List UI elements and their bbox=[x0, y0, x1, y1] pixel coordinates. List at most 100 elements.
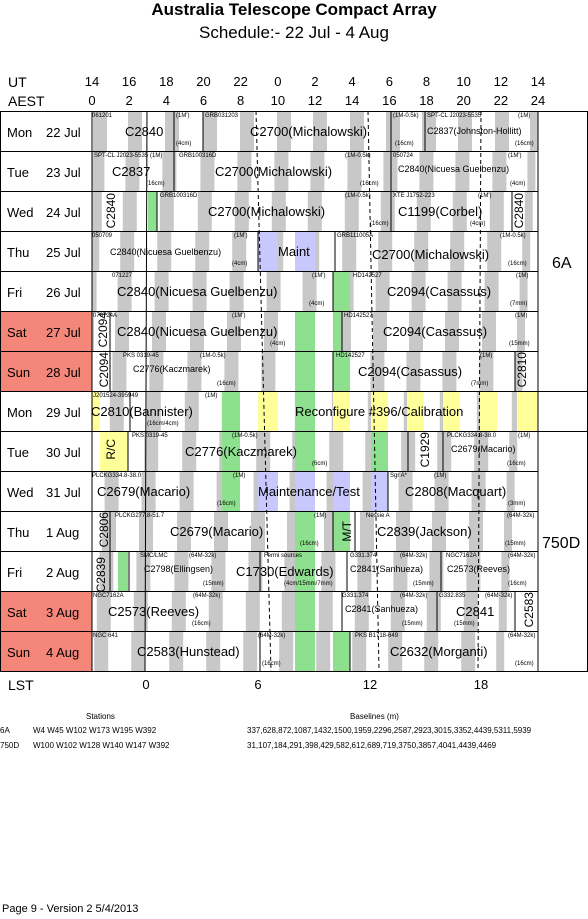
schedule-note: 071227 bbox=[112, 273, 133, 279]
project-label: C2700(Michalowski) bbox=[208, 204, 326, 219]
schedule-note: PKS B1718-649 bbox=[355, 633, 399, 639]
lst-night-stripe bbox=[206, 631, 221, 671]
lst-night-stripe bbox=[360, 511, 374, 551]
schedule-note: (1M) bbox=[233, 473, 246, 479]
lst-night-stripe bbox=[496, 631, 505, 671]
day-date: 1 Aug bbox=[46, 525, 80, 540]
schedule-note: (16cm) bbox=[360, 181, 379, 187]
aest-tick: 16 bbox=[382, 93, 397, 108]
lst-night-stripe bbox=[321, 551, 336, 591]
day-date: 24 Jul bbox=[46, 205, 81, 220]
lst-night-stripe bbox=[177, 511, 191, 551]
schedule-block bbox=[258, 471, 278, 511]
lst-night-stripe bbox=[373, 311, 387, 351]
schedule-note: (1M-0.5k) bbox=[393, 113, 419, 119]
weekend-day-cell bbox=[0, 311, 92, 351]
vertical-project-label: R/C bbox=[104, 439, 118, 460]
schedule-note: (1M) bbox=[516, 273, 529, 279]
lst-night-stripe bbox=[352, 631, 367, 671]
ut-tick: 4 bbox=[348, 74, 356, 89]
lst-night-stripe bbox=[522, 231, 531, 271]
lst-night-stripe bbox=[208, 591, 223, 631]
schedule-note: PKS 0319-45 bbox=[123, 353, 159, 359]
project-label: C2810(Bannister) bbox=[91, 404, 193, 419]
schedule-note: (1M-0.5k) bbox=[200, 353, 226, 359]
schedule-block bbox=[295, 631, 315, 671]
lst-night-stripe bbox=[388, 631, 403, 671]
schedule-note: (1M-0.5k) bbox=[345, 153, 371, 159]
lst-night-stripe bbox=[224, 351, 239, 391]
schedule-note: NGC7162A bbox=[93, 593, 124, 599]
ut-tick: 10 bbox=[456, 74, 471, 89]
lst-night-stripe bbox=[93, 111, 107, 151]
schedule-block bbox=[295, 471, 315, 511]
project-label: C2840(Nicuesa Guelbenzu) bbox=[398, 164, 510, 174]
schedule-note: (64M-32k) bbox=[258, 633, 286, 639]
lst-night-stripe bbox=[452, 191, 467, 231]
schedule-block bbox=[258, 231, 278, 271]
aest-tick: 18 bbox=[419, 93, 434, 108]
project-label: C2841(Sanhueza) bbox=[350, 564, 424, 574]
ut-tick: 20 bbox=[196, 74, 211, 89]
day-of-week: Sat bbox=[7, 325, 27, 340]
lst-night-stripe bbox=[277, 111, 291, 151]
project-label: Maintenance/Test bbox=[258, 484, 360, 499]
day-date: 29 Jul bbox=[46, 405, 81, 420]
lst-night-stripe bbox=[342, 231, 357, 271]
project-label: C2583(Hunstead) bbox=[137, 644, 240, 659]
schedule-note: SPT-CL J2023-5535 bbox=[94, 153, 149, 159]
schedule-note: Fermi sources bbox=[264, 553, 303, 559]
schedule-block bbox=[333, 271, 350, 311]
schedule-note: (16cm) bbox=[515, 661, 534, 667]
ut-tick: 14 bbox=[84, 74, 100, 89]
lst-night-stripe bbox=[232, 231, 247, 271]
lst-night-stripe bbox=[256, 431, 271, 471]
lst-night-stripe bbox=[432, 511, 446, 551]
project-label: C2679(Macario) bbox=[97, 484, 191, 499]
lst-night-stripe bbox=[469, 511, 483, 551]
schedule-block bbox=[371, 471, 388, 511]
schedule-note: (16cm) bbox=[217, 381, 236, 387]
lst-night-stripe bbox=[414, 231, 429, 271]
lst-night-stripe bbox=[455, 151, 470, 191]
lst-night-stripe bbox=[406, 351, 421, 391]
project-label: Reconfigure #396/Calibration bbox=[295, 404, 464, 419]
lst-night-stripe bbox=[504, 511, 512, 551]
lst-night-stripe bbox=[169, 631, 184, 671]
schedule-block bbox=[295, 351, 315, 391]
schedule-note: (16cm) bbox=[508, 581, 527, 587]
lst-night-stripe bbox=[214, 511, 228, 551]
vertical-project-label: C1929 bbox=[418, 432, 432, 468]
lst-night-stripe bbox=[398, 471, 413, 511]
schedule-note: 061201 bbox=[92, 113, 113, 119]
baselines-heading: Baselines (m) bbox=[350, 712, 399, 721]
lst-night-stripe bbox=[182, 431, 197, 471]
schedule-note: (1M') bbox=[312, 273, 326, 279]
project-label: C2837 bbox=[112, 164, 151, 179]
project-label: C2573(Reeves) bbox=[108, 604, 200, 619]
schedule-note: 070724A bbox=[93, 313, 118, 319]
lst-night-stripe bbox=[274, 151, 289, 191]
schedule-note: (15mm) bbox=[413, 581, 434, 587]
lst-night-stripe bbox=[240, 111, 254, 151]
schedule-note: (1M) bbox=[150, 153, 163, 159]
schedule-note: (4cm) bbox=[232, 261, 248, 267]
schedule-note: (1M) bbox=[515, 313, 528, 319]
aest-tick: 22 bbox=[493, 93, 509, 108]
day-of-week: Thu bbox=[7, 245, 30, 260]
schedule-block bbox=[222, 431, 240, 471]
schedule-note: (16cm) bbox=[300, 541, 319, 547]
schedule-note: (4cm) bbox=[270, 341, 286, 347]
lst-night-stripe bbox=[411, 271, 426, 311]
day-date: 26 Jul bbox=[46, 285, 81, 300]
lst-night-stripe bbox=[157, 231, 172, 271]
project-label: C2700(Michalowski) bbox=[372, 247, 490, 262]
array-config-label: 750D bbox=[542, 535, 581, 552]
lst-night-stripe bbox=[125, 151, 140, 191]
day-date: 27 Jul bbox=[46, 325, 81, 340]
project-label: C2840(Nicuesa Guelbenzu) bbox=[117, 284, 278, 299]
schedule-note: PLCKG334.8-38.0 bbox=[92, 473, 142, 479]
lst-night-stripe bbox=[96, 591, 111, 631]
schedule-note: 050724 bbox=[393, 153, 414, 159]
